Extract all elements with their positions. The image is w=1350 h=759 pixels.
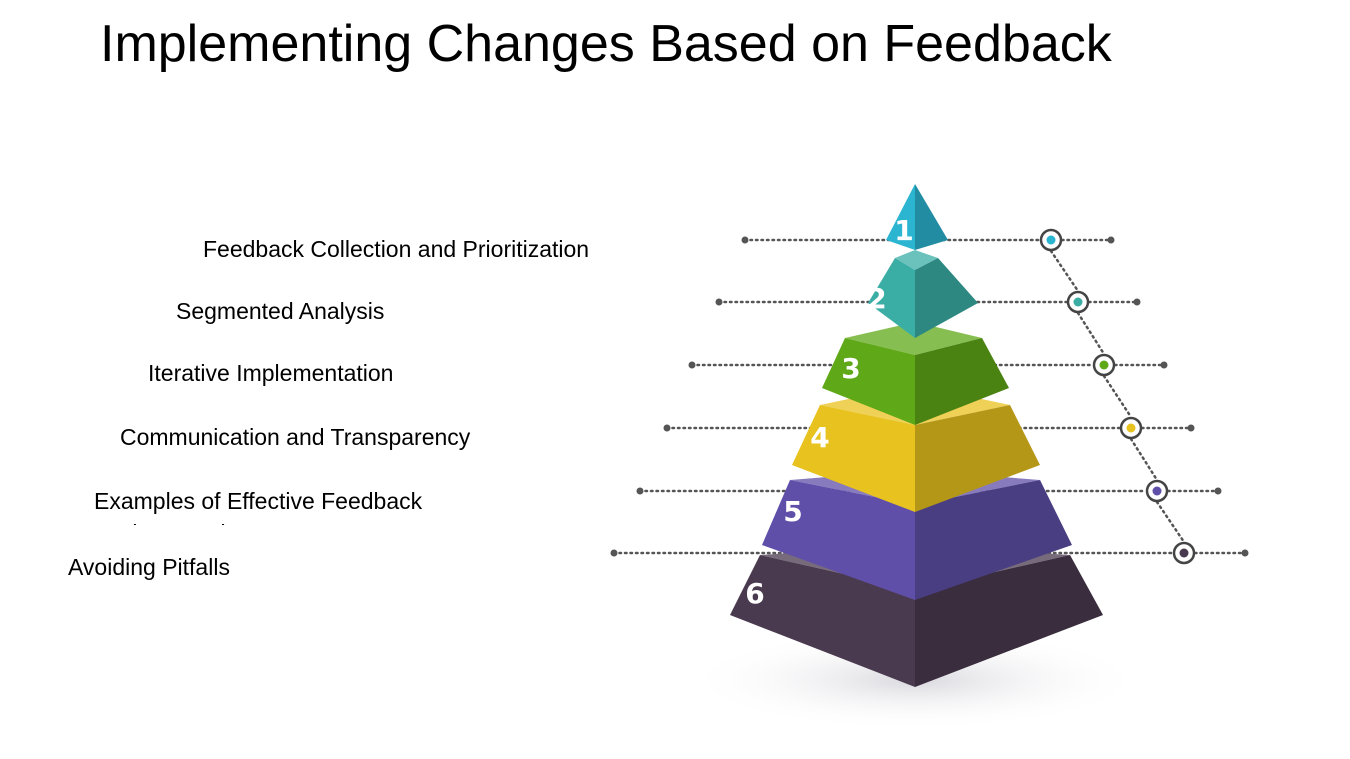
level-number: 2 (867, 282, 886, 315)
level-number: 5 (783, 495, 802, 528)
level-top-face (895, 250, 938, 270)
line-endpoint (1187, 424, 1195, 432)
level-left-face (792, 405, 915, 512)
line-endpoint (715, 298, 723, 306)
item-6: Avoiding Pitfalls (68, 554, 230, 580)
level-number: 6 (745, 577, 764, 610)
line-endpoint (1107, 236, 1115, 244)
line-endpoint (1133, 298, 1141, 306)
level-left-face (762, 480, 915, 600)
line-endpoint (610, 549, 618, 557)
item-3: Iterative Implementation (148, 360, 394, 386)
line-endpoint (1214, 487, 1222, 495)
pyramid-level-2: 2 (867, 250, 978, 338)
level-right-face (915, 258, 978, 338)
line-endpoint (636, 487, 644, 495)
level-right-face (915, 555, 1103, 687)
item-1: Feedback Collection and Prioritization (203, 236, 590, 262)
level-left-face (822, 338, 915, 425)
line-endpoint (1160, 361, 1168, 369)
level-right-face (915, 405, 1040, 512)
level-right-face (915, 338, 1009, 425)
line-endpoint (688, 361, 696, 369)
level-left-face (886, 184, 915, 250)
level-marker-dot (1152, 486, 1162, 496)
level-number: 1 (894, 214, 913, 247)
level-marker-dot (1073, 297, 1083, 307)
level-left-face (868, 258, 915, 338)
pyramid-level-1: 1 (886, 184, 948, 250)
item-4: Communication and Transparency (120, 424, 471, 450)
pyramid-level-3: 3 (822, 322, 1009, 425)
connector-line (1076, 311, 1106, 356)
item-2: Segmented Analysis (176, 298, 385, 324)
level-right-face (915, 480, 1072, 600)
line-endpoint (663, 424, 671, 432)
line-endpoint (741, 236, 749, 244)
level-marker-dot (1099, 360, 1109, 370)
level-marker-dot (1126, 423, 1136, 433)
line-endpoint (1241, 549, 1249, 557)
level-left-face (730, 555, 915, 687)
item-5: Examples of Effective Feedback Implement… (94, 488, 423, 525)
level-marker-dot (1046, 235, 1056, 245)
level-number: 3 (841, 352, 860, 385)
level-number: 4 (810, 421, 829, 454)
level-marker-dot (1179, 548, 1189, 558)
connector-line (1049, 249, 1080, 293)
connector-line (1129, 437, 1159, 482)
connector-line (1155, 500, 1186, 544)
connector-line (1102, 374, 1133, 419)
slide-title: Implementing Changes Based on Feedback (100, 15, 1112, 73)
level-top-face (845, 322, 982, 355)
level-right-face (915, 184, 948, 250)
